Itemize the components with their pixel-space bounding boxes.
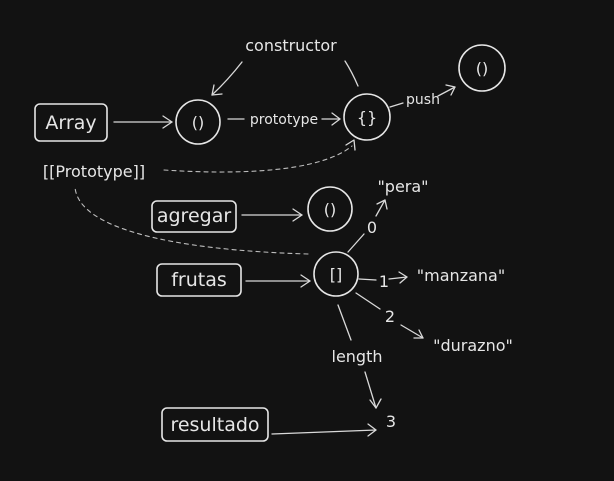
variable-frutas: frutas	[156, 263, 242, 297]
node-agregar-function-label: ()	[324, 200, 336, 219]
variable-frutas-label: frutas	[171, 269, 227, 291]
variable-agregar: agregar	[151, 200, 237, 233]
node-push-function-label: ()	[476, 59, 488, 78]
arrow-index-1	[358, 271, 408, 284]
arrow-constructor	[211, 60, 359, 96]
label-constructor: constructor	[245, 36, 337, 55]
node-frutas-array: []	[313, 251, 359, 297]
node-agregar-function: ()	[307, 186, 353, 232]
variable-agregar-label: agregar	[157, 205, 231, 227]
label-push: push	[406, 92, 440, 108]
label-proto-link: [[Prototype]]	[43, 162, 145, 181]
dashed-arrow-proto-link	[163, 139, 356, 173]
label-index-0: 0	[367, 218, 377, 237]
arrow-agregar-to-function	[241, 208, 303, 222]
variable-array: Array	[34, 103, 108, 142]
arrow-push	[389, 84, 456, 108]
value-pera: "pera"	[377, 177, 428, 196]
arrow-index-2	[355, 292, 424, 339]
value-three: 3	[386, 412, 396, 431]
label-index-2: 2	[385, 307, 395, 326]
arrow-length	[337, 304, 382, 409]
arrow-array-to-function	[113, 115, 173, 129]
dashed-link-frutas-proto	[74, 186, 309, 255]
label-length: length	[332, 347, 383, 366]
node-array-function-label: ()	[192, 113, 204, 132]
arrow-frutas-to-array	[245, 274, 311, 288]
node-frutas-array-label: []	[330, 265, 342, 284]
arrow-index-0	[347, 199, 388, 253]
arrow-prototype	[227, 112, 341, 126]
variable-resultado-label: resultado	[170, 414, 259, 436]
value-durazno: "durazno"	[433, 336, 513, 355]
variable-array-label: Array	[45, 112, 96, 134]
label-index-1: 1	[379, 272, 389, 291]
node-push-function: ()	[458, 44, 506, 92]
node-array-function: ()	[175, 99, 221, 145]
value-manzana: "manzana"	[417, 266, 505, 285]
node-prototype-object: {}	[343, 93, 391, 141]
label-prototype: prototype	[250, 112, 318, 128]
variable-resultado: resultado	[161, 407, 269, 442]
node-prototype-object-label: {}	[357, 108, 377, 127]
arrow-resultado-to-three	[271, 423, 377, 437]
